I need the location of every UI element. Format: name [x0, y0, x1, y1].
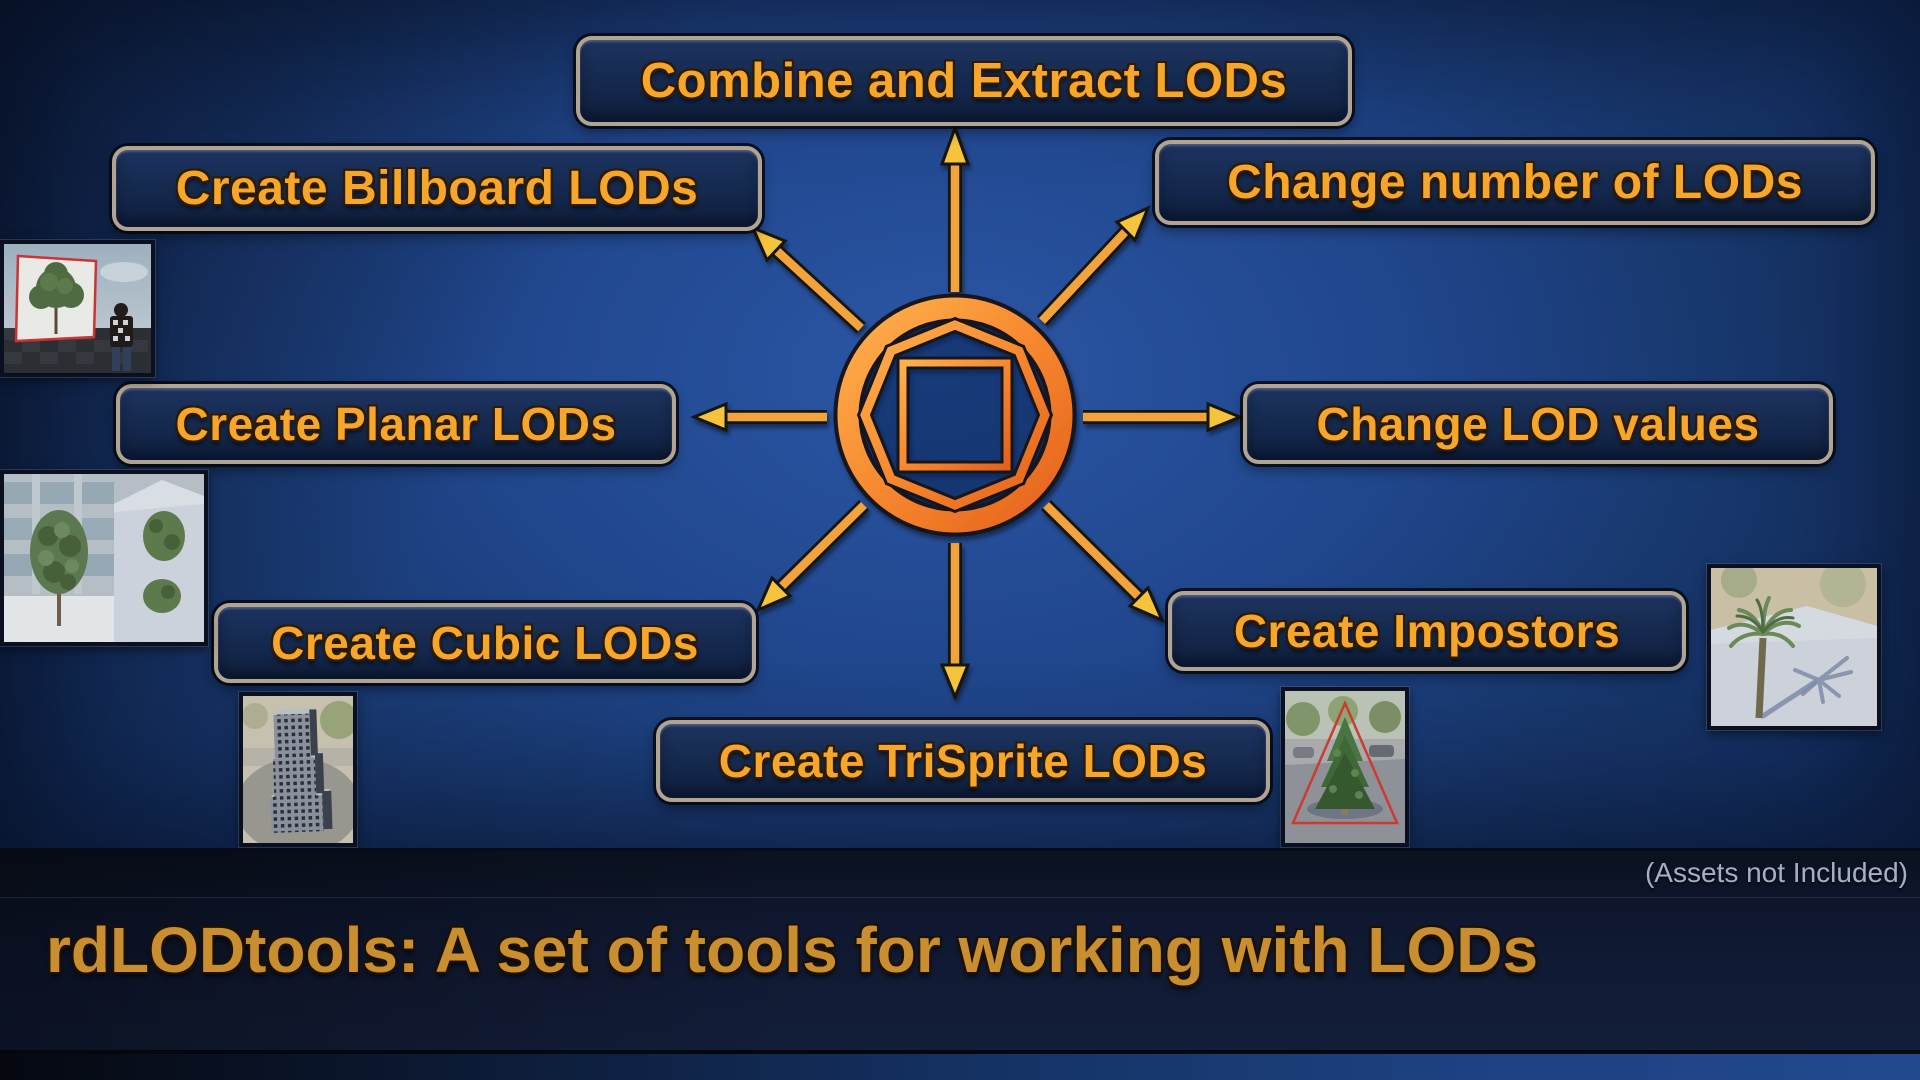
planar-example-image	[0, 470, 208, 646]
radial-arrows-and-logo	[690, 123, 1244, 701]
arrow-group	[690, 123, 1244, 701]
node-label: Create TriSprite LODs	[718, 735, 1208, 787]
node-combine-extract-lods: Combine and Extract LODs	[576, 36, 1352, 126]
node-label: Create Impostors	[1233, 605, 1621, 657]
node-create-cubic-lods: Create Cubic LODs	[214, 603, 756, 683]
bottom-strip	[0, 1054, 1920, 1080]
node-label: Create Billboard LODs	[175, 162, 699, 215]
node-create-billboard-lods: Create Billboard LODs	[112, 146, 762, 231]
node-label: Change LOD values	[1316, 398, 1760, 450]
node-change-lod-values: Change LOD values	[1243, 384, 1833, 464]
billboard-example-image	[0, 240, 155, 377]
node-label: Combine and Extract LODs	[640, 54, 1288, 108]
assets-note: (Assets not Included)	[1644, 857, 1908, 888]
page-title: rdLODtools: A set of tools for working w…	[46, 914, 1539, 986]
node-label: Change number of LODs	[1227, 156, 1803, 209]
footer-bar: (Assets not Included) rdLODtools: A set …	[0, 848, 1920, 1056]
bottom-separator	[0, 1050, 1920, 1054]
node-label: Create Planar LODs	[175, 398, 617, 450]
node-label: Create Cubic LODs	[271, 617, 699, 669]
trisprite-example-image	[1281, 687, 1409, 847]
node-change-number-of-lods: Change number of LODs	[1155, 140, 1875, 225]
node-create-impostors: Create Impostors	[1168, 591, 1686, 671]
cubic-example-image	[239, 692, 357, 847]
impostor-example-image	[1707, 564, 1881, 730]
octagon-square-logo-icon	[833, 293, 1077, 537]
feature-diagram: Combine and Extract LODs Create Billboar…	[0, 0, 1920, 848]
node-create-planar-lods: Create Planar LODs	[116, 384, 676, 464]
node-create-trisprite-lods: Create TriSprite LODs	[656, 720, 1270, 802]
footer-divider	[0, 897, 1920, 898]
